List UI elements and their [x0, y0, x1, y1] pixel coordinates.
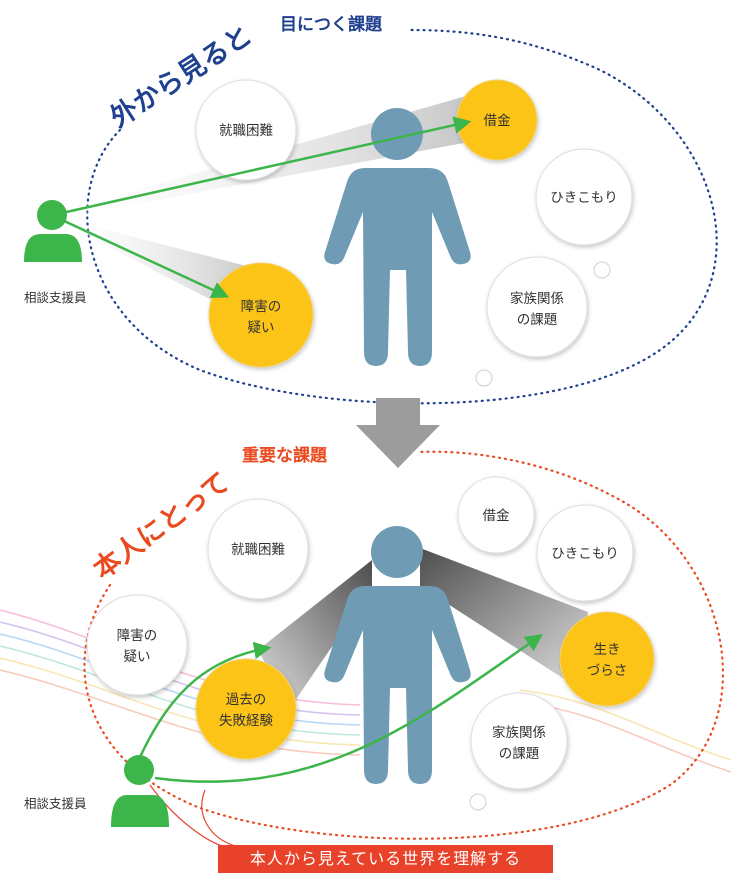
top-bubble-shogai: 障害の 疑い	[208, 262, 314, 368]
top-bubble-kazoku: 家族関係 の課題	[486, 256, 588, 358]
top-arrow-to-disability	[61, 218, 230, 299]
bubble-label: 就職困難	[219, 123, 273, 139]
bubble-label: 家族関係	[510, 290, 564, 307]
bottom-beam-right	[420, 548, 588, 688]
top-arrow-to-debt	[61, 116, 472, 215]
bubble-label: ひきこもり	[551, 546, 619, 562]
callout-line	[201, 789, 236, 847]
bubble-label: 借金	[484, 113, 511, 129]
bubble-label: 生き	[594, 642, 621, 658]
bubble-label: の課題	[517, 312, 558, 328]
top-bubble-hikikomori: ひきこもり	[535, 148, 633, 246]
bubble-label: 失敗経験	[219, 713, 273, 729]
bubble-label: 過去の	[226, 692, 267, 708]
bottom-arrow-to-failure	[133, 641, 272, 769]
bottom-bubble-shogai: 障害の 疑い	[86, 594, 188, 696]
bottom-arrow-to-hardship	[154, 633, 543, 783]
bottom-bubble-kazoku: 家族関係 の課題	[470, 692, 568, 790]
bubble-label: 就職困難	[231, 542, 285, 558]
bubble-label: 障害の	[117, 628, 158, 644]
conclusion-banner: 本人から見えている世界を理解する	[218, 845, 553, 873]
bubble-label: 疑い	[124, 649, 151, 665]
bottom-beam-left	[258, 560, 372, 708]
bottom-bubble-shushoku: 就職困難	[207, 498, 309, 600]
bottom-bubble-hikikomori: ひきこもり	[536, 504, 634, 602]
bubble-label: 家族関係	[492, 724, 546, 741]
bottom-boundary	[83, 450, 725, 840]
bottom-staff-label: 相談支援員	[24, 796, 87, 811]
top-bubble-shakkin: 借金	[456, 79, 538, 161]
top-staff-label: 相談支援員	[24, 290, 87, 305]
bottom-panel: 本人にとって 重要な課題 借金 就職困難 ひきこもり 障害の 疑い 生き づらさ	[0, 445, 731, 849]
bubble-label: 疑い	[248, 320, 275, 336]
top-staff-icon	[24, 200, 82, 262]
bottom-heading-suffix: 重要な課題	[242, 445, 328, 466]
bubble-label: づらさ	[587, 663, 628, 679]
top-heading-suffix: 目につく課題	[280, 14, 383, 35]
top-boundary	[86, 28, 718, 405]
bottom-bubble-ikizurasa: 生き づらさ	[559, 611, 655, 707]
top-small-circle	[475, 369, 493, 387]
bottom-bubble-shippai: 過去の 失敗経験	[195, 658, 297, 760]
bottom-staff-icon	[111, 755, 169, 827]
bottom-person-figure	[324, 526, 471, 784]
bubble-label: ひきこもり	[550, 190, 618, 206]
down-arrow-icon	[356, 398, 440, 468]
top-person-figure	[324, 108, 471, 366]
top-panel: 外から見ると 目につく課題 就職困難 借金 ひきこもり 家族関係 の課題 障害の…	[24, 14, 718, 405]
bubble-label: 借金	[483, 508, 510, 524]
bottom-small-circle	[469, 793, 487, 811]
bottom-bubble-shakkin: 借金	[457, 476, 535, 554]
bubble-label: 障害の	[241, 299, 282, 315]
top-small-circle	[593, 261, 611, 279]
top-bubble-shushoku: 就職困難	[195, 79, 297, 181]
bubble-label: の課題	[499, 746, 540, 762]
